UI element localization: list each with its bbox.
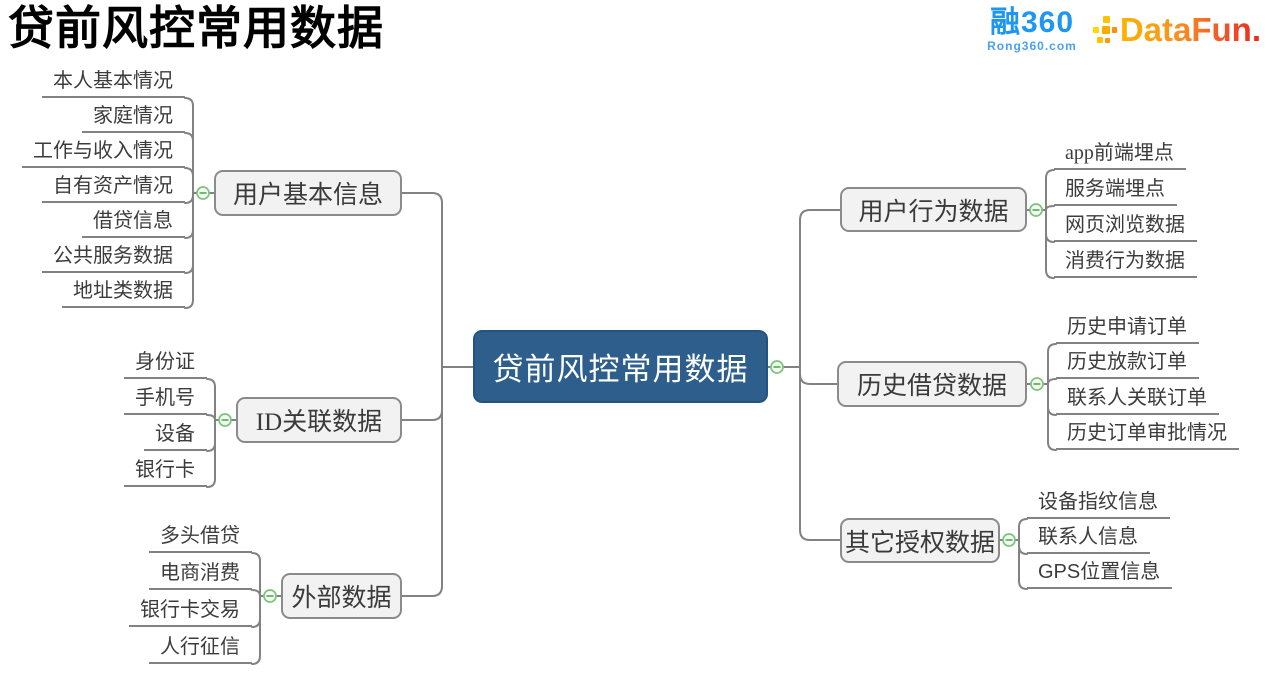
collapse-toggle-history-loan[interactable] [1030, 377, 1044, 391]
node-user-behavior-data[interactable]: 用户行为数据 [840, 187, 1027, 232]
collapse-toggle-id-related[interactable] [218, 413, 232, 427]
node-other-authorized-data[interactable]: 其它授权数据 [840, 518, 1000, 563]
leaf-ecommerce-consumption[interactable]: 电商消费 [149, 560, 252, 590]
leaf-gps-location[interactable]: GPS位置信息 [1027, 559, 1173, 589]
leaf-contact-info[interactable]: 联系人信息 [1027, 524, 1150, 554]
leaf-contact-related-orders[interactable]: 联系人关联订单 [1056, 385, 1219, 415]
node-id-related-data[interactable]: ID关联数据 [236, 397, 402, 443]
logo-area: 融360 Rong360.com DataFun. [987, 6, 1261, 53]
node-user-basic-info[interactable]: 用户基本信息 [214, 170, 402, 216]
leaf-family-situation[interactable]: 家庭情况 [82, 103, 185, 133]
leaf-device[interactable]: 设备 [144, 421, 207, 451]
leaf-loan-info[interactable]: 借贷信息 [82, 208, 185, 238]
root-node[interactable]: 贷前风控常用数据 [473, 330, 768, 403]
leaf-phone-number[interactable]: 手机号 [124, 385, 207, 415]
collapse-toggle-other-authorized[interactable] [1002, 533, 1016, 547]
edge-root-to-other-authorized [799, 366, 841, 541]
leaf-bank-card[interactable]: 银行卡 [124, 457, 207, 487]
leaf-history-disbursement-orders[interactable]: 历史放款订单 [1056, 349, 1199, 379]
leaf-public-service-data[interactable]: 公共服务数据 [42, 243, 185, 273]
leaf-server-tracking[interactable]: 服务端埋点 [1054, 176, 1177, 206]
collapse-toggle-user-behavior[interactable] [1029, 203, 1043, 217]
rong360-url-text: Rong360.com [987, 39, 1077, 53]
datafun-wordmark: DataFun. [1119, 11, 1261, 48]
leaf-id-card[interactable]: 身份证 [124, 349, 207, 379]
leaf-pboc-credit[interactable]: 人行征信 [149, 634, 252, 664]
edge-root-to-user-behavior [799, 209, 841, 368]
leaf-app-frontend-tracking[interactable]: app前端埋点 [1054, 140, 1186, 170]
datafun-logo: DataFun. [1091, 10, 1261, 50]
leaf-history-application-orders[interactable]: 历史申请订单 [1056, 314, 1199, 344]
leaf-bank-card-transactions[interactable]: 银行卡交易 [129, 597, 252, 627]
leaf-history-order-approval[interactable]: 历史订单审批情况 [1056, 420, 1239, 450]
leaf-web-browsing-data[interactable]: 网页浏览数据 [1054, 212, 1197, 242]
leaf-device-fingerprint[interactable]: 设备指纹信息 [1027, 489, 1170, 519]
collapse-toggles [196, 186, 1044, 603]
edge-root-to-external [401, 366, 443, 597]
node-history-loan-data[interactable]: 历史借贷数据 [837, 361, 1027, 407]
collapse-toggle-external-data[interactable] [263, 589, 277, 603]
edge-root-to-user-basic-info [401, 192, 443, 368]
leaf-own-assets[interactable]: 自有资产情况 [42, 173, 185, 203]
leaf-address-data[interactable]: 地址类数据 [62, 278, 185, 308]
rong360-wordmark: 融360 [989, 6, 1075, 39]
leaf-personal-basic[interactable]: 本人基本情况 [42, 68, 185, 98]
rong360-logo: 融360 Rong360.com [987, 6, 1077, 53]
page-title: 贷前风控常用数据 [8, 2, 384, 54]
leaf-consumption-behavior-data[interactable]: 消费行为数据 [1054, 248, 1197, 278]
leaf-work-income[interactable]: 工作与收入情况 [22, 138, 185, 168]
collapse-toggle-root[interactable] [770, 360, 784, 374]
leaf-multi-lending[interactable]: 多头借贷 [149, 523, 252, 553]
datafun-pixel-mosaic-icon [1092, 16, 1117, 43]
collapse-toggle-user-basic-info[interactable] [196, 186, 210, 200]
node-external-data[interactable]: 外部数据 [281, 573, 402, 619]
